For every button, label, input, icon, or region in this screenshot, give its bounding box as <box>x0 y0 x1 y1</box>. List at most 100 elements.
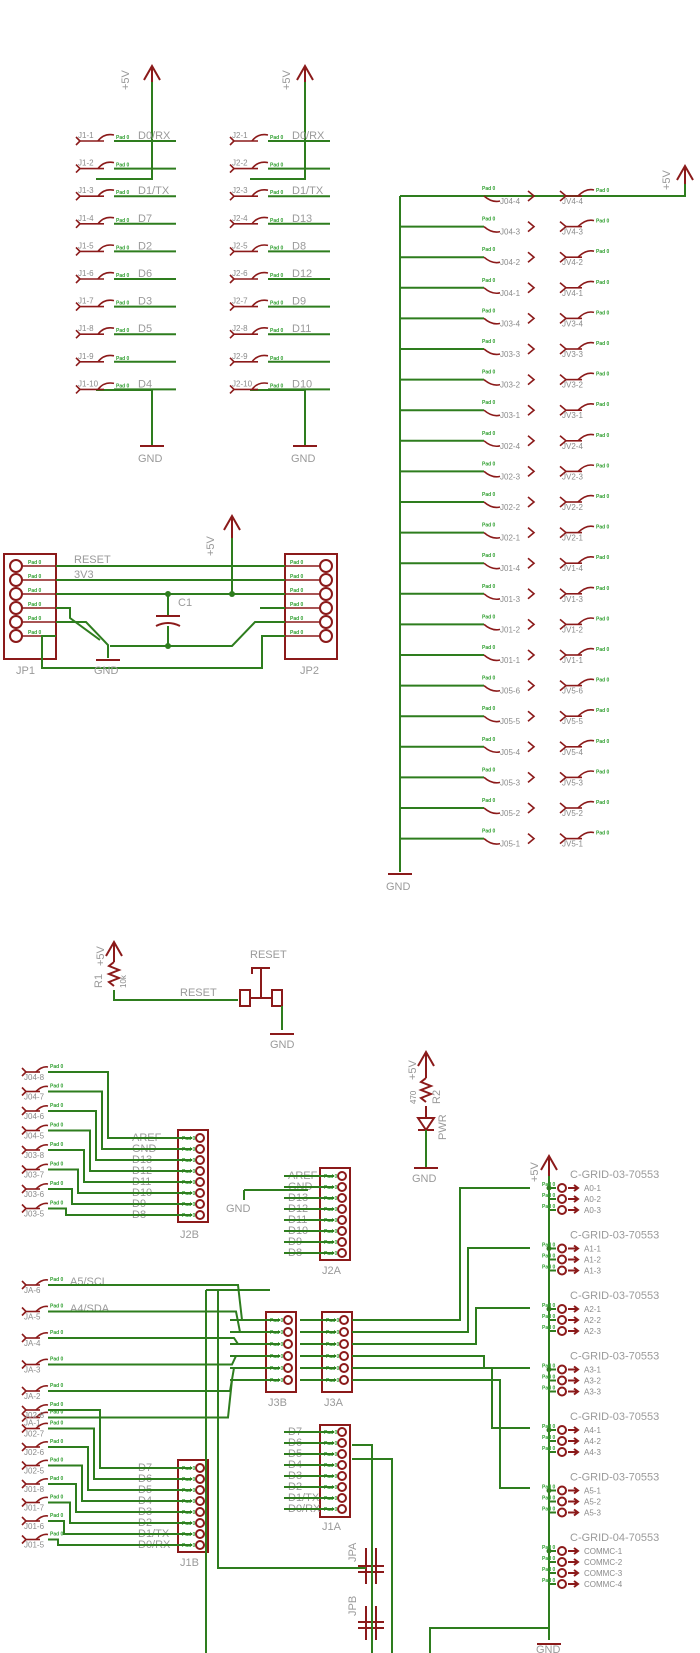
column-right-label: JV1-1 <box>562 656 583 665</box>
j2a-header <box>319 1167 351 1261</box>
header-pin <box>337 1215 347 1225</box>
shield-signal-label: D10 <box>292 378 312 390</box>
header-pin <box>337 1460 347 1470</box>
pad-label: Pad 0 <box>116 273 130 279</box>
header-pin <box>283 1327 293 1337</box>
shield-signal-label: D11 <box>292 323 311 335</box>
column-left-label: J01-4 <box>500 564 521 573</box>
j1b-label: J1B <box>180 1557 199 1569</box>
shield-pin-label: J1-10 <box>78 379 99 388</box>
pad-label: Pad 0 <box>50 1402 64 1408</box>
column-left-label: J02-3 <box>500 472 521 481</box>
pad-label: Pad 0 <box>482 370 496 376</box>
pad-label: Pad 0 <box>542 1446 556 1452</box>
shield-signal-label: D3 <box>138 296 152 308</box>
led-icon <box>416 1117 436 1132</box>
shield-pin-label: J1-5 <box>78 241 94 250</box>
column-right-label: JV4-1 <box>562 289 583 298</box>
bottom-connector-label: JA-4 <box>24 1339 41 1348</box>
c-grid-pin-label: COMMC-3 <box>584 1569 623 1578</box>
jp2-pin <box>319 559 333 573</box>
shield-signal-label: D0/RX <box>138 130 171 142</box>
header-pin <box>195 1518 205 1528</box>
header-pin <box>283 1315 293 1325</box>
bottom-connector-label: J04-8 <box>24 1073 45 1082</box>
pad-label: Pad 0 <box>596 678 610 684</box>
jp2-label: JP2 <box>300 665 319 677</box>
gnd-label-5: GND <box>270 1039 295 1051</box>
pad-label: Pad 0 <box>482 829 496 835</box>
shield-pin-label: J2-1 <box>232 131 248 140</box>
shield-signal-label: D1/TX <box>292 185 324 197</box>
vcc-label-4: +5V <box>661 169 673 190</box>
header-pin <box>337 1493 347 1503</box>
pad-label: Pad 0 <box>542 1556 556 1562</box>
column-right-label: JV4-3 <box>562 228 583 237</box>
c-grid-pin-label: A1-1 <box>584 1245 601 1254</box>
column-left-label: J02-2 <box>500 503 521 512</box>
pad-label: Pad 0 <box>116 190 130 196</box>
pad-label: Pad 0 <box>50 1421 64 1427</box>
pad-label: Pad 0 <box>290 588 304 594</box>
pad-label: Pad 0 <box>542 1182 556 1188</box>
pad-label: Pad 0 <box>542 1386 556 1392</box>
column-right-label: JV4-4 <box>562 197 583 206</box>
c-grid-pin-label: A4-1 <box>584 1426 601 1435</box>
column-right-label: JV3-2 <box>562 381 583 390</box>
c-grid-pin <box>557 1579 567 1589</box>
pad-label: Pad 0 <box>482 553 496 559</box>
pad-label: Pad 0 <box>542 1424 556 1430</box>
pad-label: Pad 0 <box>542 1204 556 1210</box>
bottom-connector-label: J04-6 <box>24 1112 45 1121</box>
column-left-label: J04-1 <box>500 289 521 298</box>
c-grid-pin-label: A2-3 <box>584 1327 601 1336</box>
bottom-connector-label: J02-7 <box>24 1430 45 1439</box>
header-pin <box>339 1327 349 1337</box>
bottom-connector-label: JA-5 <box>24 1313 41 1322</box>
pad-label: Pad 0 <box>50 1330 64 1336</box>
bottom-connector-label: J02-8 <box>24 1411 45 1420</box>
pad-label: Pad 0 <box>542 1496 556 1502</box>
pad-label: Pad 0 <box>482 431 496 437</box>
reset-net-label-2: RESET <box>180 987 217 999</box>
bottom-connector-label: J02-6 <box>24 1448 45 1457</box>
pad-label: Pad 0 <box>482 217 496 223</box>
column-right-label: JV1-4 <box>562 564 583 573</box>
pad-label: Pad 0 <box>50 1201 64 1207</box>
pad-label: Pad 0 <box>50 1439 64 1445</box>
header-pin <box>283 1375 293 1385</box>
pad-label: Pad 0 <box>596 800 610 806</box>
column-left-label: J03-3 <box>500 350 521 359</box>
header-pin <box>195 1463 205 1473</box>
header-pin <box>337 1182 347 1192</box>
shield-pin-label: J1-6 <box>78 269 94 278</box>
column-left-label: J05-5 <box>500 717 521 726</box>
pad-label: Pad 0 <box>290 602 304 608</box>
pad-label: Pad 0 <box>50 1162 64 1168</box>
pad-label: Pad 0 <box>542 1567 556 1573</box>
r1-label: R1 <box>93 974 105 988</box>
shield-pin-label: J1-8 <box>78 324 94 333</box>
shield-signal-label: D6 <box>138 268 152 280</box>
shield-signal-label: D0/RX <box>292 130 325 142</box>
header-pin <box>339 1315 349 1325</box>
